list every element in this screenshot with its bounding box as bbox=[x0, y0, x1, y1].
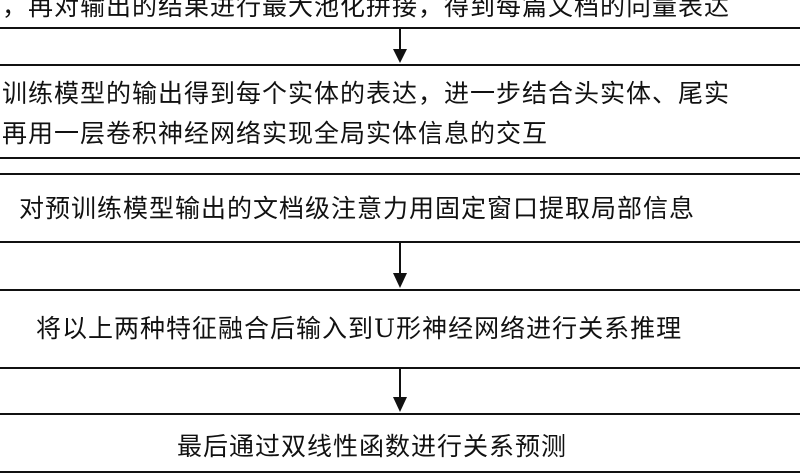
flow-step-5: 最后通过双线性函数进行关系预测 bbox=[0, 413, 800, 473]
flow-step-5-text: 最后通过双线性函数进行关系预测 bbox=[177, 432, 568, 461]
flow-step-2-text-line-2: 再用一层卷积神经网络实现全局实体信息的交互 bbox=[2, 119, 549, 148]
flow-step-3-text: 对预训练模型输出的文档级注意力用固定窗口提取局部信息 bbox=[19, 194, 696, 223]
arrow-down-icon bbox=[393, 243, 407, 288]
flow-step-4-text: 将以上两种特征融合后输入到U形神经网络进行关系推理 bbox=[36, 314, 683, 343]
arrow-down-icon bbox=[393, 29, 407, 63]
flow-step-4: 将以上两种特征融合后输入到U形神经网络进行关系推理 bbox=[0, 289, 800, 369]
flow-step-2-text-line-1: 训练模型的输出得到每个实体的表达，进一步结合头实体、尾实 bbox=[2, 79, 731, 108]
arrow-down-icon bbox=[393, 369, 407, 412]
flow-step-2: 训练模型的输出得到每个实体的表达，进一步结合头实体、尾实 再用一层卷积神经网络实… bbox=[0, 64, 800, 159]
flow-step-1: ，再对输出的结果进行最大池化拼接，得到每篇文档的向量表达 bbox=[0, 0, 800, 29]
flow-step-3: 对预训练模型输出的文档级注意力用固定窗口提取局部信息 bbox=[0, 173, 800, 243]
flow-step-1-text: ，再对输出的结果进行最大池化拼接，得到每篇文档的向量表达 bbox=[2, 0, 731, 21]
